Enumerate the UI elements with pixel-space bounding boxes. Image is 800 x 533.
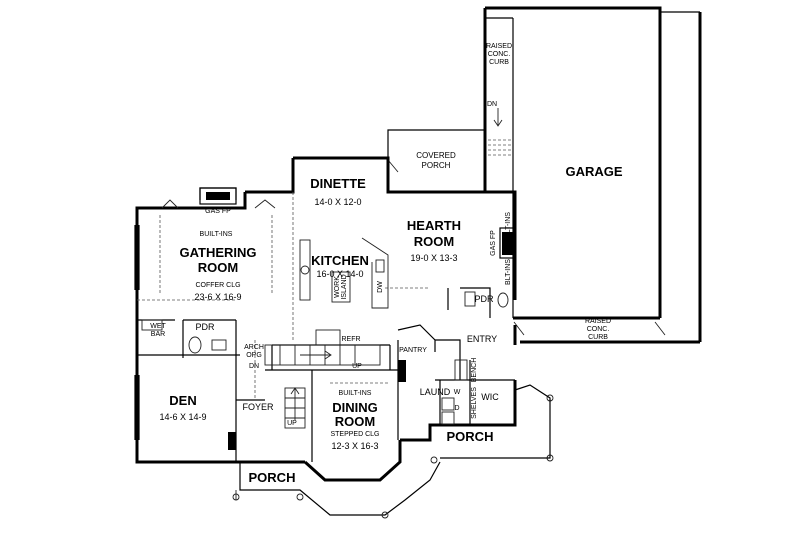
den-dimensions: 14-6 X 14-9	[159, 412, 206, 422]
foyer-up-label: UP	[287, 420, 297, 427]
wet-bar-label-2: BAR	[151, 331, 165, 338]
porch-left-label: PORCH	[249, 470, 296, 485]
kitchen-label: KITCHEN	[311, 253, 369, 268]
coffer-clg-label: COFFER CLG	[195, 282, 240, 289]
gas-fp-hearth-label: GAS FP	[490, 230, 497, 256]
dryer-label: D	[454, 405, 459, 412]
hearth-room-dimensions: 19-0 X 13-3	[410, 253, 457, 263]
dining-room-label-2: ROOM	[335, 414, 375, 429]
gas-fp-gathering-label: GAS FP	[205, 208, 231, 215]
shelves-label: SHELVES	[471, 387, 478, 419]
fireplace-gathering	[199, 187, 237, 205]
work-island-label-2: ISLAND	[341, 274, 348, 299]
blt-ins-label-1: BLT-INS	[505, 212, 512, 238]
stepped-clg-label: STEPPED CLG	[330, 431, 379, 438]
covered-porch-label-1: COVERED	[416, 151, 456, 160]
dashed-openings	[137, 192, 430, 400]
laundry-fixtures	[228, 359, 468, 450]
kitchen-dimensions: 16-0 X 14-0	[316, 269, 363, 279]
gathering-room-label-1: GATHERING	[179, 245, 256, 260]
foyer-label: FOYER	[242, 402, 274, 412]
garage-dn-label: DN	[487, 101, 497, 108]
work-island-label-1: WORK	[334, 276, 341, 298]
pantry-label: PANTRY	[399, 347, 427, 354]
dw-label: DW	[377, 281, 384, 293]
wic-label: WIC	[481, 392, 499, 402]
covered-porch-label-2: PORCH	[422, 161, 451, 170]
raised-curb-bottom-label-1: RAISED	[585, 318, 611, 325]
built-ins-gathering-label: BUILT-INS	[200, 231, 233, 238]
garage-walls	[483, 6, 702, 344]
dining-room-label-1: DINING	[332, 400, 378, 415]
den-label: DEN	[169, 393, 196, 408]
gathering-room-label-2: ROOM	[198, 260, 238, 275]
pdr-right-fixtures	[464, 291, 509, 308]
dinette-dimensions: 14-0 X 12-0	[314, 197, 361, 207]
dinette-label: DINETTE	[310, 176, 366, 191]
arch-opg-label-2: OPG	[246, 352, 262, 359]
hearth-room-label-1: HEARTH	[407, 218, 461, 233]
arch-opg-label-1: ARCH	[244, 344, 264, 351]
raised-curb-bottom-label-2: CONC.	[587, 326, 610, 333]
pdr-left-fixtures	[141, 319, 227, 354]
refr-label: REFR	[341, 336, 360, 343]
pdr-right-label: PDR	[474, 294, 494, 304]
raised-curb-top-label-2: CONC.	[488, 51, 511, 58]
porch-right-label: PORCH	[447, 429, 494, 444]
gathering-room-dimensions: 23-6 X 16-9	[194, 292, 241, 302]
dining-room-dimensions: 12-3 X 16-3	[331, 441, 378, 451]
entry-label: ENTRY	[467, 334, 497, 344]
fireplace-hearth	[499, 227, 516, 259]
wet-bar-label-1: WET	[150, 323, 166, 330]
raised-curb-top-label-3: CURB	[489, 59, 509, 66]
bench-label: BENCH	[471, 358, 478, 383]
left-windows	[134, 199, 276, 440]
garage-label: GARAGE	[565, 164, 622, 179]
raised-curb-bottom-label-3: CURB	[588, 334, 608, 341]
dining-porch	[232, 384, 554, 519]
built-ins-dining-label: BUILT-INS	[339, 390, 372, 397]
blt-ins-label-2: BLT-INS	[505, 259, 512, 285]
kitchen-fixtures	[299, 237, 389, 346]
hearth-room-label-2: ROOM	[414, 234, 454, 249]
stairs-main	[264, 344, 381, 429]
laund-label: LAUND	[420, 387, 451, 397]
pdr-left-label: PDR	[195, 322, 215, 332]
foyer-dn-label: DN	[249, 363, 259, 370]
washer-label: W	[454, 389, 461, 396]
kitchen-up-label: UP	[352, 363, 362, 370]
raised-curb-top-label-1: RAISED	[486, 43, 512, 50]
